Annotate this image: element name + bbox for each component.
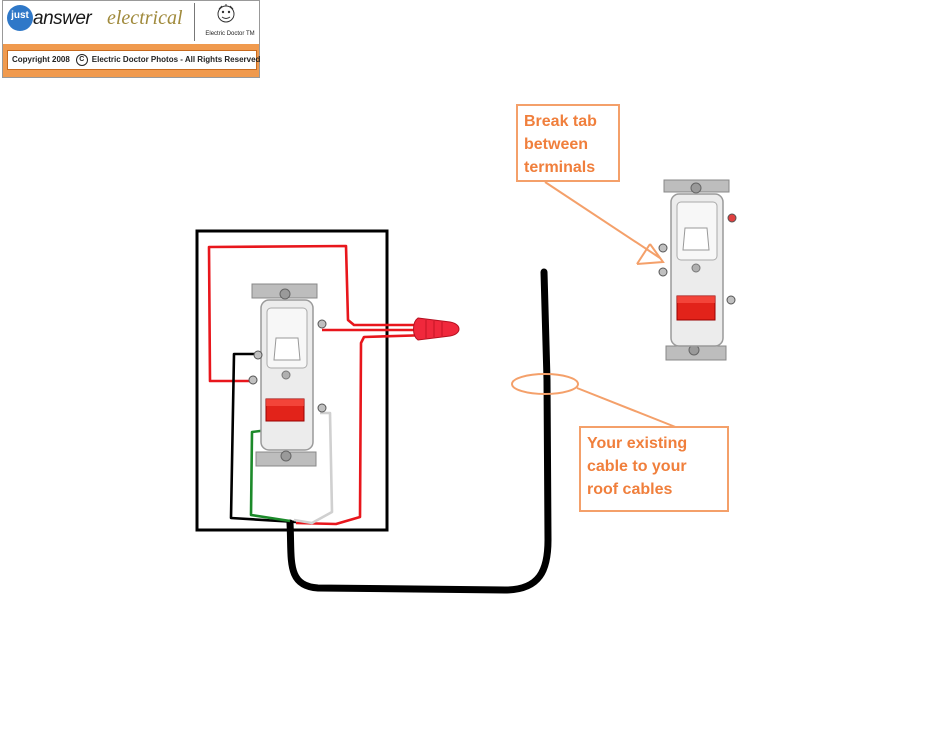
break-tab-pointer bbox=[544, 181, 661, 259]
red-wire-to-cable bbox=[295, 333, 431, 526]
justanswer-logo: just answer electrical Electric Doctor T… bbox=[2, 0, 260, 78]
existing-cable-pointer bbox=[576, 387, 679, 429]
green-ground-wire bbox=[249, 428, 291, 523]
toggle-lever bbox=[273, 337, 301, 361]
break-tab-line-3: terminals bbox=[524, 159, 596, 176]
copyright-icon: C bbox=[75, 53, 88, 66]
logo-electrical-text: electrical bbox=[107, 7, 183, 29]
existing-cable-line-1: Your existing bbox=[587, 435, 688, 452]
existing-cable bbox=[286, 268, 552, 594]
copyright-prefix: Copyright 2008 bbox=[12, 55, 70, 64]
break-tab-line-2: between bbox=[524, 136, 589, 153]
break-tab-callout: Break tab between terminals bbox=[516, 104, 620, 182]
copyright-suffix: Electric Doctor Photos - All Rights Rese… bbox=[91, 55, 261, 64]
logo-doctor-caption: Electric Doctor TM bbox=[205, 31, 255, 37]
wire-nut bbox=[413, 317, 460, 341]
break-tab-line-1: Break tab bbox=[524, 113, 597, 130]
switch-pilot-device bbox=[248, 283, 327, 467]
logo-banner: just answer electrical Electric Doctor T… bbox=[3, 1, 259, 43]
logo-divider bbox=[194, 3, 195, 41]
existing-cable-callout: Your existing cable to your roof cables bbox=[579, 426, 729, 512]
black-wire bbox=[229, 352, 297, 524]
cable-highlight-ellipse bbox=[511, 373, 579, 395]
electric-doctor-face-icon bbox=[217, 4, 235, 23]
logo-just-badge: just bbox=[7, 5, 33, 31]
logo-answer-text: answer bbox=[33, 8, 92, 29]
white-neutral-wire bbox=[293, 411, 334, 525]
break-tab-arrowhead bbox=[636, 243, 665, 265]
existing-cable-line-3: roof cables bbox=[587, 481, 673, 498]
red-hot-wire-loop bbox=[207, 244, 430, 383]
reference-switch-device bbox=[658, 179, 737, 361]
existing-cable-line-2: cable to your bbox=[587, 458, 687, 475]
